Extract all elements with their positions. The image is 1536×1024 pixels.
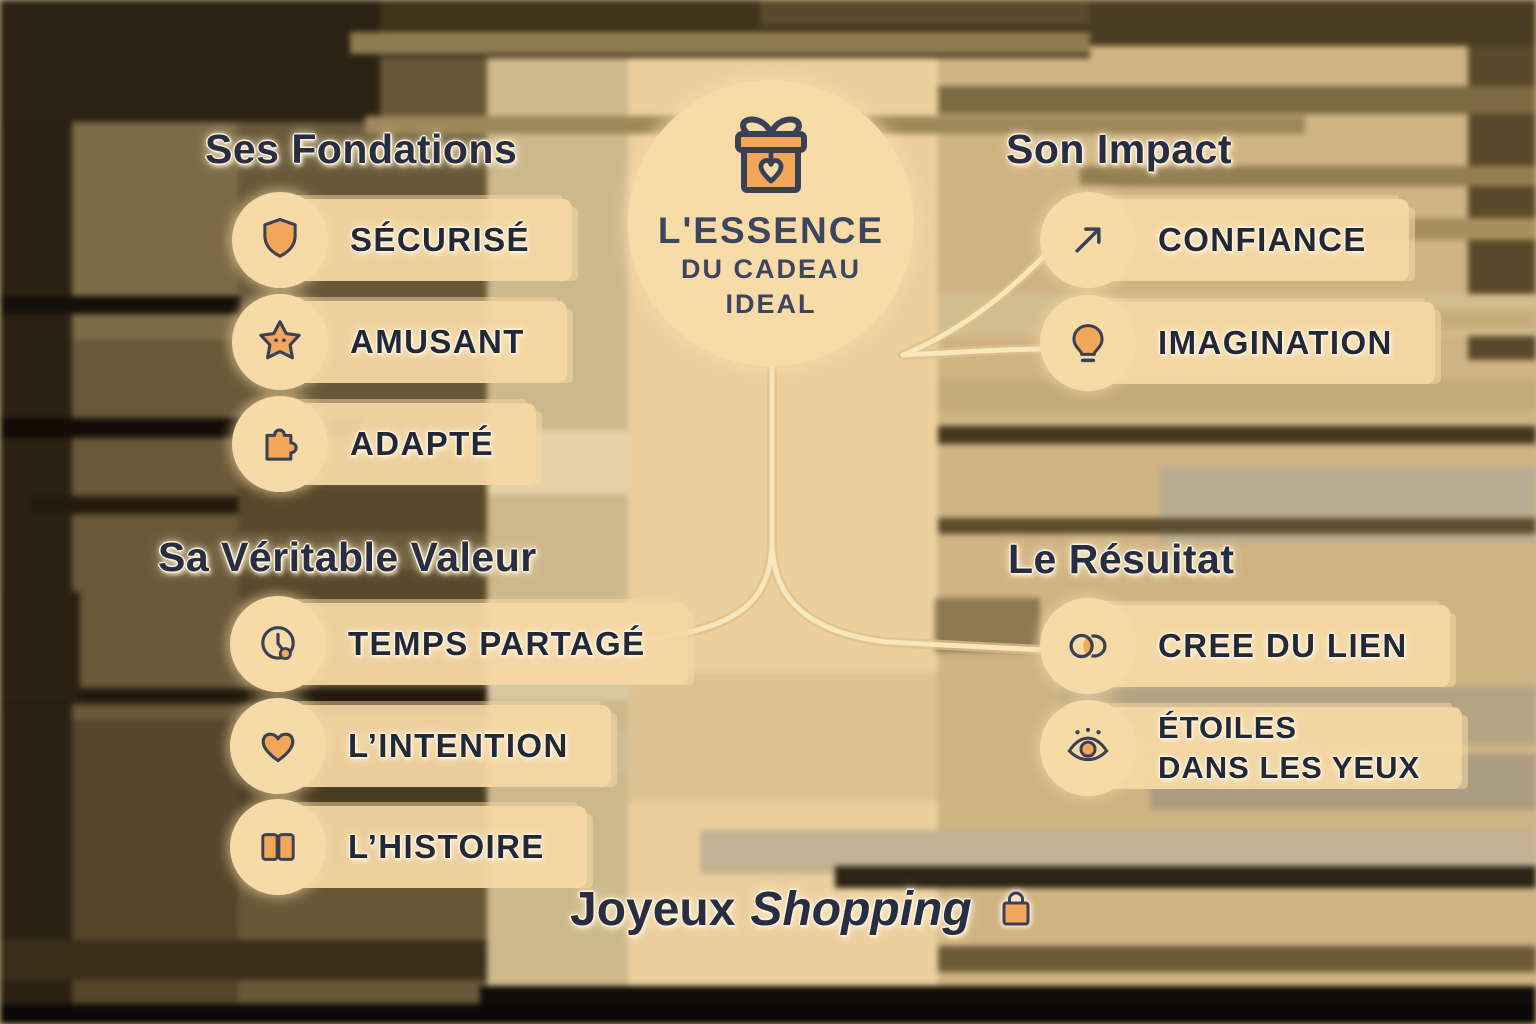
bg-stripe: [0, 1004, 1536, 1024]
footer-tagline: Joyeux Shopping: [570, 882, 1040, 937]
item-confiance: CONFIANCE: [1040, 192, 1409, 288]
book-icon: [230, 799, 326, 895]
item-adapte: ADAPTÉ: [232, 396, 537, 492]
bg-stripe: [350, 32, 1090, 54]
item-label: TEMPS PARTAGÉ: [348, 625, 646, 662]
lightbulb-icon: [1040, 295, 1136, 391]
bg-stripe: [1428, 310, 1536, 330]
bg-stripe: [935, 598, 1040, 652]
bg-stripe: [238, 486, 487, 532]
star-icon: [232, 294, 328, 390]
item-label-line1: ÉTOILES: [1158, 709, 1298, 745]
item-pill: [276, 603, 688, 685]
footer-word2: Shopping: [750, 883, 972, 936]
bg-stripe: [835, 866, 1536, 888]
trend-arrow-icon: [1040, 192, 1136, 288]
item-label-line2: DANS LES YEUX: [1158, 750, 1421, 785]
item-label: ÉTOILES DANS LES YEUX: [1158, 708, 1420, 789]
bg-stripe: [938, 946, 1536, 972]
rings-icon: [1040, 598, 1136, 694]
item-pill: [276, 705, 611, 787]
shopping-bag-icon: [992, 883, 1040, 937]
item-pill: [1086, 302, 1435, 384]
bg-stripe: [72, 340, 238, 720]
item-label: CREE DU LIEN: [1158, 627, 1408, 664]
section-title-fondations: Ses Fondations: [205, 126, 518, 172]
item-amusant: AMUSANT: [232, 294, 567, 390]
bg-stripe: [0, 940, 487, 980]
footer-word1: Joyeux: [570, 883, 736, 936]
item-label: L’INTENTION: [348, 727, 569, 764]
item-imagination: IMAGINATION: [1040, 295, 1435, 391]
bg-stripe: [238, 570, 487, 600]
center-title: L'ESSENCE: [657, 210, 885, 251]
item-histoire: L’HISTOIRE: [230, 799, 587, 895]
item-pill: [276, 806, 587, 888]
bg-stripe: [938, 380, 1536, 410]
heart-icon: [230, 698, 326, 794]
clock-icon: [230, 596, 326, 692]
bg-stripe: [938, 518, 1536, 534]
item-intention: L’INTENTION: [230, 698, 611, 794]
item-label: CONFIANCE: [1158, 221, 1367, 258]
bg-stripe: [760, 0, 1090, 26]
item-securise: SÉCURISÉ: [232, 192, 572, 288]
bg-stripe: [1090, 0, 1536, 46]
bg-stripe: [938, 426, 1536, 444]
item-pill: [1086, 199, 1409, 281]
item-label: AMUSANT: [350, 323, 525, 360]
item-pill: [1086, 707, 1463, 789]
eye-icon: [1040, 700, 1136, 796]
puzzle-icon: [232, 396, 328, 492]
item-temps-partage: TEMPS PARTAGÉ: [230, 596, 688, 692]
bg-stripe: [0, 0, 380, 122]
item-cree-du-lien: CREE DU LIEN: [1040, 598, 1450, 694]
gift-icon: [709, 106, 833, 210]
shield-icon: [232, 192, 328, 288]
center-subtitle-line2: IDEAL: [725, 289, 817, 320]
bg-stripe: [938, 86, 1536, 114]
item-label: ADAPTÉ: [350, 425, 495, 462]
bg-stripe: [0, 592, 80, 702]
bg-stripe: [0, 296, 240, 314]
section-title-valeur: Sa Véritable Valeur: [158, 534, 537, 580]
item-pill: [1086, 605, 1450, 687]
center-node: L'ESSENCE DU CADEAU IDEAL: [628, 80, 914, 366]
section-title-impact: Son Impact: [1006, 126, 1232, 172]
section-title-resultat: Le Résuitat: [1008, 536, 1235, 582]
bg-stripe: [1080, 166, 1536, 186]
item-etoiles: ÉTOILES DANS LES YEUX: [1040, 700, 1463, 796]
item-label: SÉCURISÉ: [350, 221, 530, 258]
item-label: IMAGINATION: [1158, 324, 1393, 361]
item-label: L’HISTOIRE: [348, 828, 545, 865]
bg-stripe: [628, 672, 938, 802]
center-subtitle-line1: DU CADEAU: [681, 254, 861, 284]
